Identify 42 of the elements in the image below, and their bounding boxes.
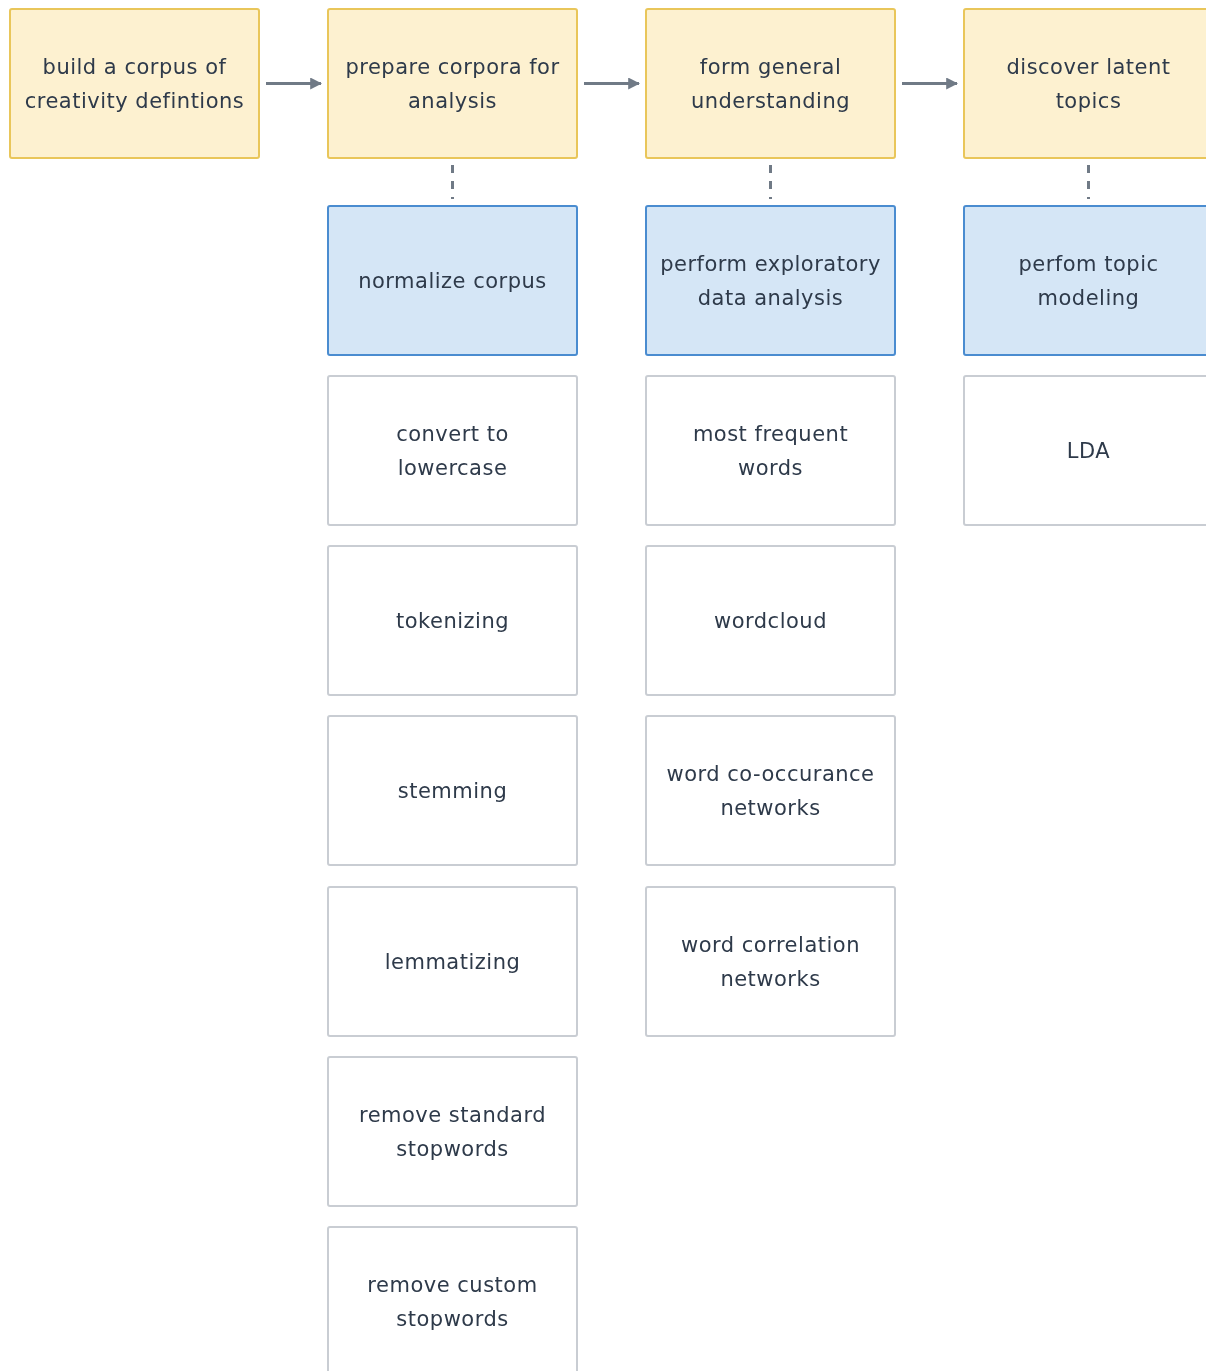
phase-box [645, 8, 896, 159]
node-label: perfom topic modeling [1017, 250, 1160, 312]
step-box [327, 545, 578, 696]
task-box [963, 205, 1206, 356]
dashed-connector [451, 165, 454, 199]
node-label: remove standard stopwords [357, 1101, 548, 1163]
node-label: LDA [1066, 437, 1111, 465]
node-label: lemmatizing [384, 948, 521, 976]
arrow [266, 77, 323, 90]
node-label: word correlation networks [680, 931, 861, 993]
node-label: word co-occurance networks [665, 760, 876, 822]
dashed-connector [1087, 165, 1090, 199]
node-label: build a corpus of creativity defintions [23, 53, 246, 115]
node-label: remove custom stopwords [366, 1271, 539, 1333]
step-box [327, 886, 578, 1037]
phase-box [9, 8, 260, 159]
dashed-connector [769, 165, 772, 199]
step-box [963, 375, 1206, 526]
task-box [327, 205, 578, 356]
node-label: form general understanding [689, 53, 852, 115]
arrow [584, 77, 641, 90]
arrow [902, 77, 959, 90]
node-label: convert to lowercase [395, 420, 510, 482]
phase-box [327, 8, 578, 159]
node-label: wordcloud [714, 607, 827, 635]
node-label: normalize corpus [358, 267, 547, 295]
task-box [645, 205, 896, 356]
node-label: tokenizing [395, 607, 510, 635]
step-box [327, 375, 578, 526]
step-box [645, 715, 896, 866]
step-box [327, 715, 578, 866]
node-label: perform exploratory data analysis [659, 250, 882, 312]
node-label: discover latent topics [1005, 53, 1172, 115]
node-label: prepare corpora for analysis [344, 53, 561, 115]
step-box [327, 1056, 578, 1207]
step-box [327, 1226, 578, 1371]
step-box [645, 886, 896, 1037]
node-label: stemming [397, 777, 508, 805]
node-label: most frequent words [691, 420, 850, 482]
step-box [645, 375, 896, 526]
step-box [645, 545, 896, 696]
phase-box [963, 8, 1206, 159]
